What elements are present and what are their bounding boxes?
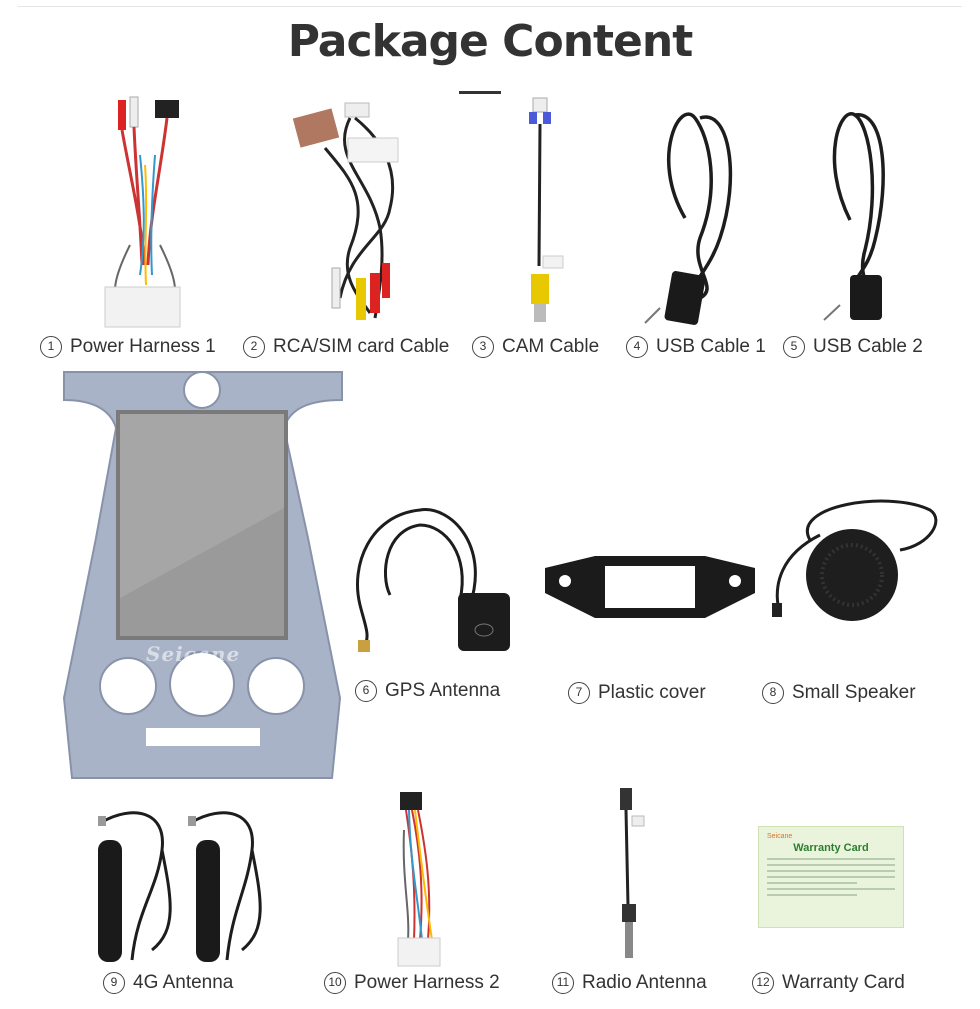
page-title: Package Content [287,16,694,67]
top-divider [18,6,962,7]
card-text-line [767,864,895,866]
plastic-cover-image [545,548,755,628]
radio-brand-logo: Seicane [146,642,241,666]
warranty-card-title: Warranty Card [793,842,869,854]
warranty-card-brand: Seicane [767,833,793,840]
card-text-line [767,894,857,896]
card-text-line [767,876,895,878]
title-underline [459,91,501,94]
usb-cable-2-image [810,100,900,330]
cam-cable-image [515,96,565,331]
card-text-line [767,882,857,884]
power-harness-1-image [100,95,190,335]
usb-cable-1-image [640,98,750,333]
radio-antenna-image [610,786,650,966]
radio-head-unit-image: Seicane [60,368,346,786]
card-text-line [767,858,895,860]
card-text-line [767,870,895,872]
warranty-card-image: Seicane Warranty Card [758,826,904,928]
gps-antenna-image [350,505,520,655]
4g-antenna-image [92,800,282,965]
rca-sim-cable-image [290,98,420,333]
card-text-line [767,888,895,890]
small-speaker-image [770,495,940,625]
power-harness-2-image [392,790,452,970]
